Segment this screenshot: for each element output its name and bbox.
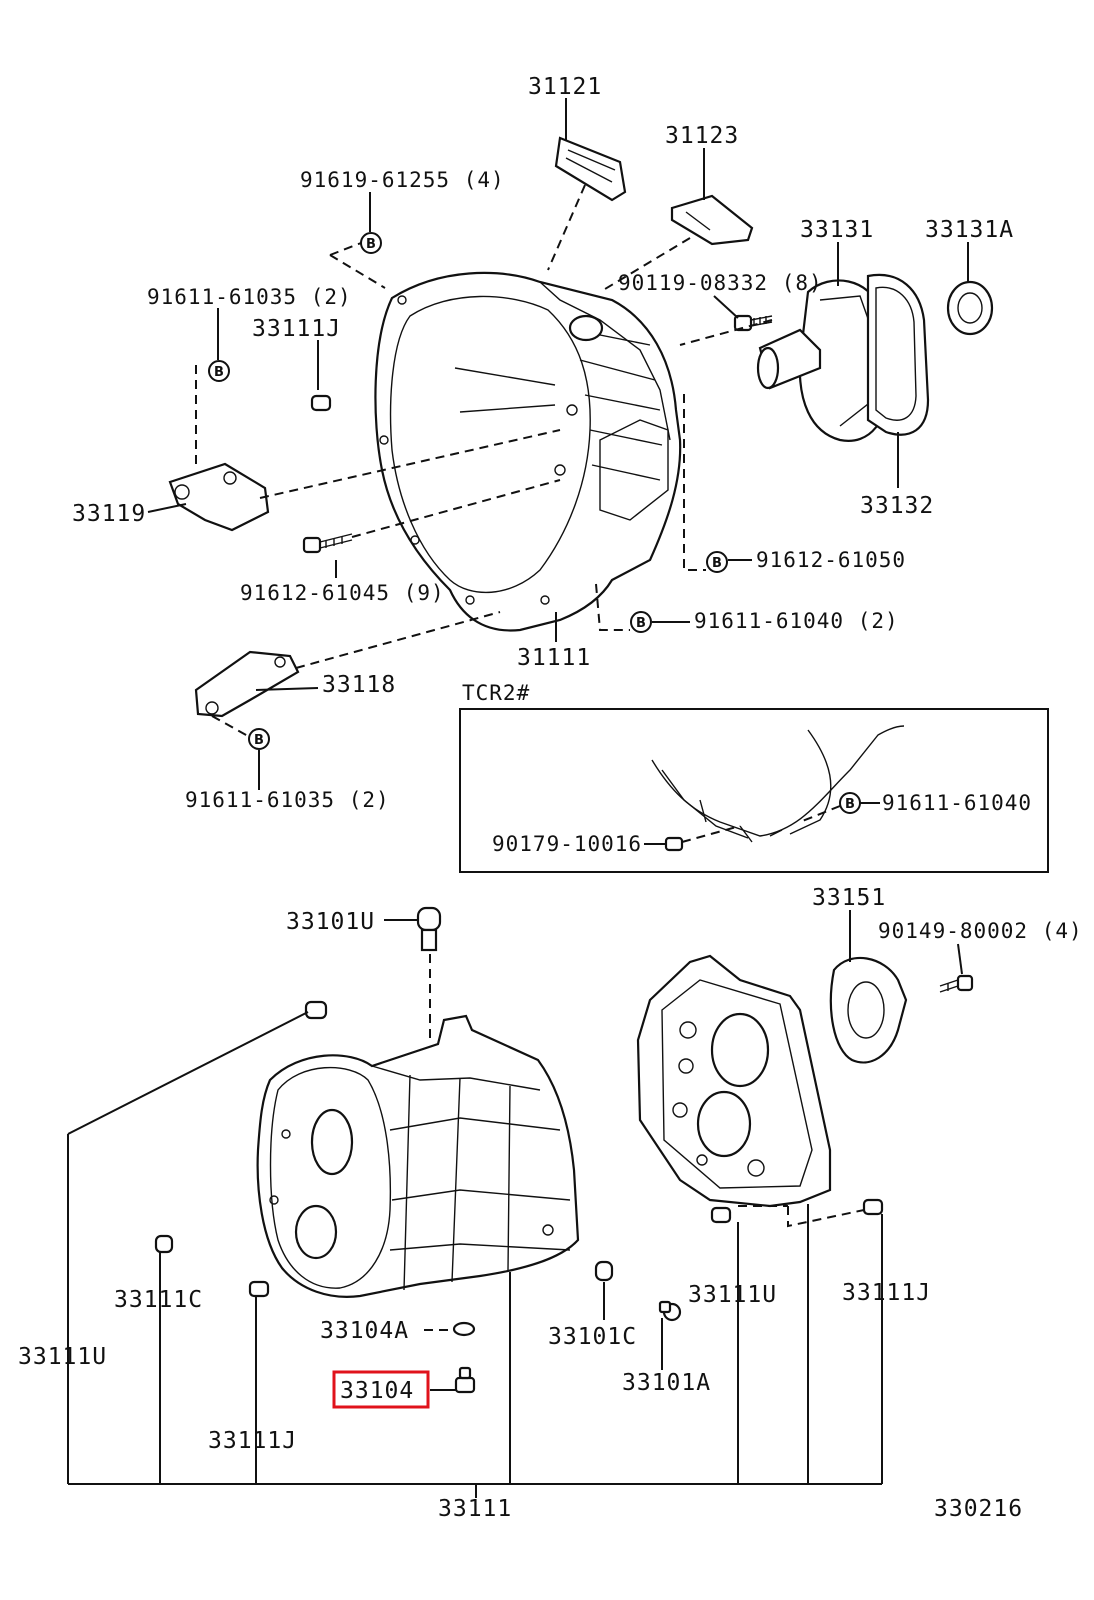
gasket-33132 <box>866 273 930 436</box>
plug-33111C <box>154 1234 174 1254</box>
label-91611-61035-bottom: 91611-61035 (2) <box>185 788 390 812</box>
transmission-case-33111 <box>256 1014 580 1298</box>
label-91611-61040: 91611-61040 (2) <box>694 609 899 633</box>
inset-title: TCR2# <box>462 681 530 705</box>
highlight-box <box>332 1370 430 1409</box>
bolt-90149 <box>939 974 974 993</box>
tcr2-inset: TCR2# B 91611-61040 90179-10016 <box>459 681 1049 873</box>
label-90119-08332: 90119-08332 (8) <box>618 271 823 295</box>
inset-label-90179-10016: 90179-10016 <box>492 832 642 856</box>
label-91612-61050: 91612-61050 <box>756 548 906 572</box>
intermediate-plate <box>636 954 832 1208</box>
label-33101U: 33101U <box>286 909 375 935</box>
oil-seal-33131A <box>946 280 994 336</box>
bolt-marker-91619: B <box>360 232 382 254</box>
pin-33111J-right <box>862 1198 884 1216</box>
label-33111U-right: 33111U <box>688 1282 777 1308</box>
bolt-91612-61045 <box>302 533 353 554</box>
inset-label-91611-61040: 91611-61040 <box>882 791 1032 815</box>
label-33151: 33151 <box>812 885 886 911</box>
label-33118: 33118 <box>322 672 396 698</box>
bolt-marker-91611-bottom: B <box>248 728 270 750</box>
bracket-33118 <box>194 650 300 718</box>
svg-text:B: B <box>254 733 264 748</box>
leader-lines-upper <box>147 98 969 790</box>
bolt-marker-91611-61040: B <box>630 611 652 633</box>
inset-bolt-marker: B <box>839 792 861 814</box>
plug-33104 <box>454 1366 476 1394</box>
retainer-33151 <box>829 956 908 1064</box>
svg-text:B: B <box>214 365 224 380</box>
label-33111J-top: 33111J <box>252 316 341 342</box>
svg-text:B: B <box>845 797 855 812</box>
leader-lines-lower <box>67 910 963 1498</box>
label-33101A: 33101A <box>622 1370 711 1396</box>
inset-plug-90179 <box>664 836 684 852</box>
pin-33111U-right <box>710 1206 732 1224</box>
bracket-33119 <box>168 462 270 532</box>
bearing-retainer-33131 <box>756 279 890 442</box>
label-91611-61035-top: 91611-61035 (2) <box>147 285 352 309</box>
svg-text:B: B <box>636 616 646 631</box>
label-33111U-left: 33111U <box>18 1344 107 1370</box>
label-33111C: 33111C <box>114 1287 203 1313</box>
label-33104[interactable]: 33104 <box>340 1378 414 1404</box>
label-33104A: 33104A <box>320 1318 409 1344</box>
cover-plate-31121 <box>554 136 627 202</box>
cover-plate-31123 <box>670 194 754 246</box>
label-33101C: 33101C <box>548 1324 637 1350</box>
svg-text:B: B <box>712 556 722 571</box>
clutch-housing-31111 <box>374 271 682 632</box>
bolt-marker-91611-top: B <box>208 360 230 382</box>
label-33131: 33131 <box>800 217 874 243</box>
label-33111J-right: 33111J <box>842 1280 931 1306</box>
dowel-pin-33111J-top <box>310 394 332 412</box>
pin-33111J-bottom <box>248 1280 270 1298</box>
label-90149-80002: 90149-80002 (4) <box>878 919 1083 943</box>
label-33132: 33132 <box>860 493 934 519</box>
plug-33101U <box>416 906 442 952</box>
label-31123: 31123 <box>665 123 739 149</box>
label-33111J-bottom: 33111J <box>208 1428 297 1454</box>
label-31111: 31111 <box>517 645 591 671</box>
bolt-90119 <box>733 314 773 332</box>
label-91612-61045: 91612-61045 (9) <box>240 581 445 605</box>
gasket-33104A <box>452 1321 476 1337</box>
bolt-marker-91612-61050: B <box>706 551 728 573</box>
pin-33111U-left <box>304 1000 328 1020</box>
label-31121: 31121 <box>528 74 602 100</box>
inset-frame <box>459 708 1049 873</box>
label-33119: 33119 <box>72 501 146 527</box>
plug-33101C <box>594 1260 614 1282</box>
highlighted-part-33104[interactable]: 33104 <box>332 1370 430 1409</box>
svg-text:B: B <box>366 237 376 252</box>
plug-33101A <box>658 1300 682 1322</box>
label-33131A: 33131A <box>925 217 1014 243</box>
label-91619-61255: 91619-61255 (4) <box>300 168 505 192</box>
diagram-code: 330216 <box>934 1496 1023 1522</box>
label-33111-bottom: 33111 <box>438 1496 512 1522</box>
